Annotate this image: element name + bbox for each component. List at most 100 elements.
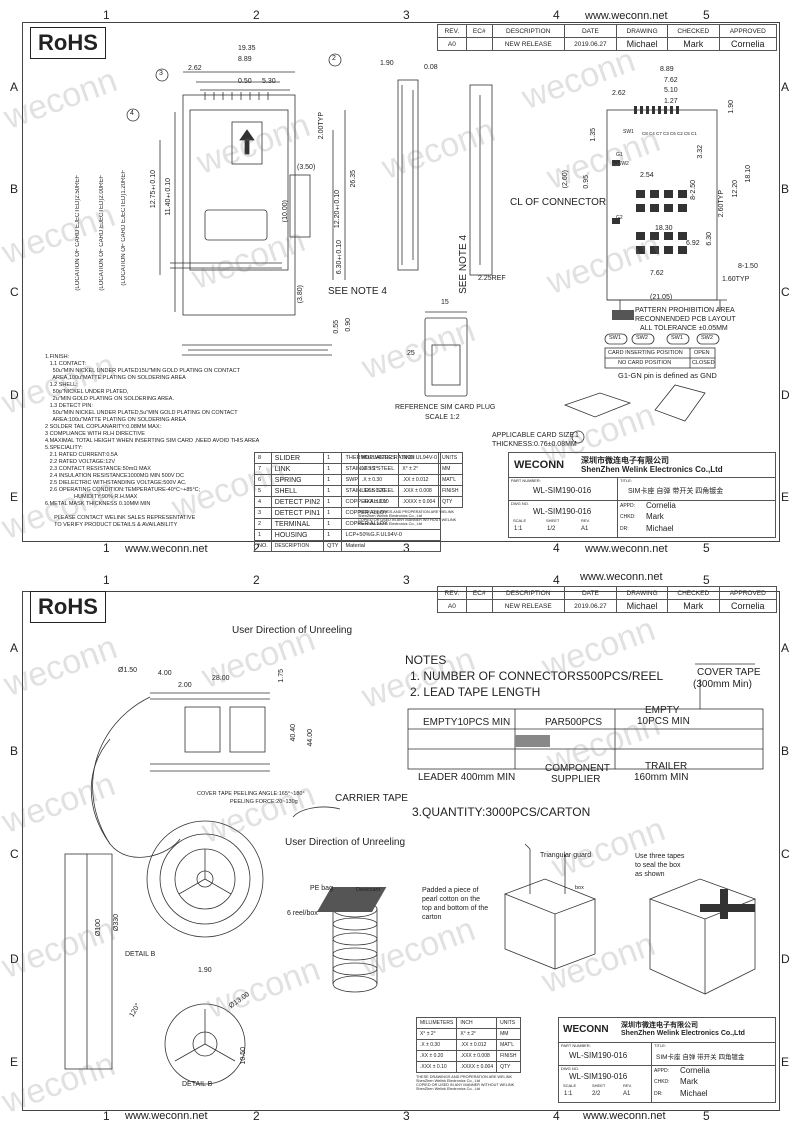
note-3: 3.QUANTITY:3000PCS/CARTON xyxy=(412,805,591,819)
carrier-tape-label: CARRIER TAPE xyxy=(335,793,408,804)
bom-cell: 1 xyxy=(323,507,343,519)
grid-col-3: 3 xyxy=(403,573,410,587)
website-url[interactable]: www.weconn.net xyxy=(580,571,663,583)
bom-cell: DETECT PIN2 xyxy=(270,496,325,508)
finish-label: FINISH xyxy=(438,485,463,497)
grid-col-2: 2 xyxy=(253,1109,260,1123)
bom-cell: 2 xyxy=(254,518,272,530)
dim-label: 6.92 xyxy=(686,240,700,247)
company-en: ShenZhen Welink Electronics Co.,Ltd xyxy=(621,1030,745,1037)
scale-value: 1:1 xyxy=(514,526,523,532)
revision-table: REV. EC# DESCRIPTION DATE DRAWING CHECKE… xyxy=(437,24,778,51)
tol-inch: .XXX ± 0.008 xyxy=(398,485,440,497)
spec-notes: 1.FINISH: 1.1 CONTACT: 50u"MIN NICKEL UN… xyxy=(45,354,260,528)
tol-mm: .XXX ± 0.10 xyxy=(357,496,400,508)
brand-logo: WECONN xyxy=(563,1024,609,1035)
tol-mm: .XX ± 0.20 xyxy=(357,485,400,497)
detail-b: DETAIL B xyxy=(182,1081,213,1088)
dim-label: 15 xyxy=(441,299,449,306)
approved-by: Cornelia xyxy=(680,1066,710,1075)
grid-row-e: E xyxy=(781,490,790,504)
grid-col-4: 4 xyxy=(553,8,560,22)
switch-row-1-label: CARD INSERTING POSITION xyxy=(608,350,683,356)
dim-label: 3.32 xyxy=(697,145,704,159)
dim-label: 2.54 xyxy=(640,172,654,179)
see-note-4: SEE NOTE 4 xyxy=(328,286,387,297)
website-url[interactable]: www.weconn.net xyxy=(583,1110,666,1122)
note-1: 1. NUMBER OF CONNECTORS500PCS/REEL xyxy=(410,669,664,683)
title-block: WECONN 深圳市微连电子有限公司 ShenZhen Welink Elect… xyxy=(508,452,776,538)
grid-row-c: C xyxy=(10,285,19,299)
bom-cell: 3 xyxy=(254,507,272,519)
appd-label: APPD: xyxy=(620,503,636,509)
balloon-4: 4 xyxy=(130,110,134,117)
padding-note: Padded a piece of pearl cotton on the to… xyxy=(422,887,489,921)
dim-label: 18.30 xyxy=(655,225,673,232)
website-url[interactable]: www.weconn.net xyxy=(585,543,668,555)
grid-row-a: A xyxy=(781,641,790,655)
empty-min: 10PCS MIN xyxy=(637,716,690,727)
balloon-3: 3 xyxy=(159,70,163,77)
dim-label: 12.20 xyxy=(732,180,739,198)
dim-label: 1.75 xyxy=(278,669,285,683)
drawing-value: Michael xyxy=(616,37,668,51)
dwg-no: WL-SIM190-016 xyxy=(569,1072,628,1081)
box-label: box xyxy=(575,885,584,891)
part-number-label: PART NUMBER: xyxy=(511,478,541,483)
dim-label: 1.35 xyxy=(590,128,597,142)
pcb-sw1: SW1 xyxy=(623,129,634,135)
part-number-label: PART NUMBER: xyxy=(561,1043,591,1048)
tol-inch: X° ± 2° xyxy=(398,463,440,475)
website-url[interactable]: www.weconn.net xyxy=(125,1110,208,1122)
dim-label: 4.00 xyxy=(158,670,172,677)
thickness-label: THICKNESS:0.76±0.08MM xyxy=(492,441,577,448)
bom-cell: 1 xyxy=(323,518,343,530)
dim-label: 40.40 xyxy=(290,724,297,742)
mm-header: MILLIMETERS xyxy=(357,452,400,464)
bom-cell: QTY xyxy=(323,540,343,552)
grid-col-5: 5 xyxy=(703,1109,710,1123)
qty-label: QTY xyxy=(438,496,463,508)
revision-table: REV. EC# DESCRIPTION DATE DRAWING CHECKE… xyxy=(437,586,778,613)
scale-label: SCALE xyxy=(513,518,527,523)
dim-label: 7.62 xyxy=(650,270,664,277)
component-label: COMPONENT xyxy=(545,763,610,774)
peel-force: PEELING FORCE:20~130g xyxy=(230,799,298,805)
dim-label: 25 xyxy=(407,350,415,357)
website-url[interactable]: www.weconn.net xyxy=(585,10,668,22)
ec-value xyxy=(465,599,493,613)
grid-row-c: C xyxy=(10,847,19,861)
empty-lead: EMPTY10PCS MIN xyxy=(423,717,511,728)
part-title: SIM卡座 自弹 带开关 四角镀金 xyxy=(656,1054,745,1061)
bom-cell: LCP+50%G.F.UL94V-0 xyxy=(341,529,442,541)
peel-angle: COVER TAPE PEELING ANGLE:165°~180° xyxy=(197,791,305,797)
grid-row-b: B xyxy=(781,744,790,758)
date-value: 2019.06.27 xyxy=(563,37,618,51)
grid-col-2: 2 xyxy=(253,573,260,587)
proprietary-notice: THESE DRAWINGS AND PROPERATION ARE WELIN… xyxy=(416,1075,515,1091)
connector-outline xyxy=(182,94,296,316)
drawing-value: Michael xyxy=(616,599,668,613)
checked-by: Mark xyxy=(680,1077,698,1086)
dim-label: (LOCATION OF CARD EJECTED)2.50REF xyxy=(75,175,81,291)
tol-mm: .X ± 0.30 xyxy=(415,1039,458,1051)
dim-label: 11.40±0.10 xyxy=(165,178,172,216)
website-url[interactable]: www.weconn.net xyxy=(125,543,208,555)
dim-label: 26.35 xyxy=(350,170,357,188)
dwg-no-label: DWG NO. xyxy=(561,1066,579,1071)
grid-col-2: 2 xyxy=(253,8,260,22)
tape-seal-note: Use three tapes to seal the box as shown xyxy=(635,853,685,878)
dim-label: 0.90 xyxy=(345,318,352,332)
ec-value xyxy=(465,37,493,51)
scale-label: SCALE xyxy=(563,1083,577,1088)
dim-label: 1.90 xyxy=(380,60,394,67)
part-count: PAR500PCS xyxy=(545,717,603,728)
bom-cell: 1 xyxy=(323,496,343,508)
pcb-note-1: PATTERN PROHIBITION AREA xyxy=(635,307,735,314)
grid-col-5: 5 xyxy=(703,8,710,22)
chkd-label: CHKD: xyxy=(654,1079,670,1085)
bom-cell: 1 xyxy=(323,452,343,464)
